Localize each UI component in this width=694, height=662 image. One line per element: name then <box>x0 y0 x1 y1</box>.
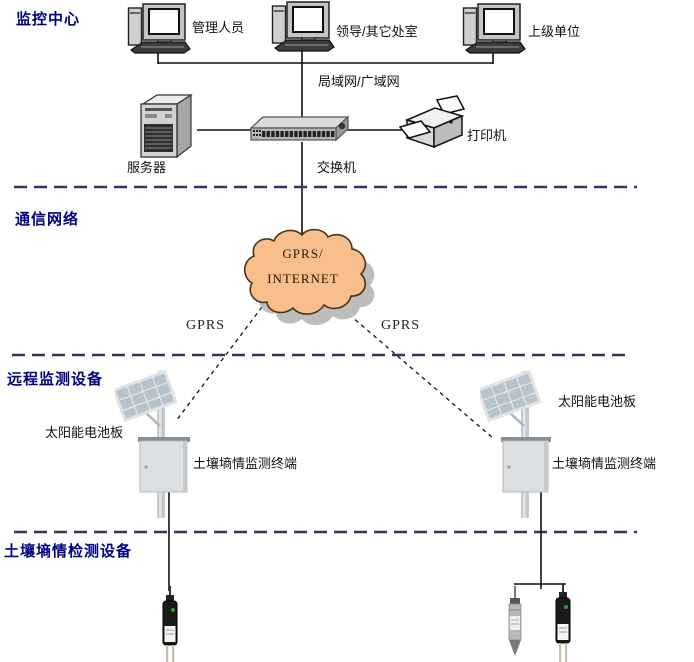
remote-station-right <box>480 369 551 518</box>
label-terminal-right: 土壤墒情监测终端 <box>552 456 657 471</box>
network-switch-icon <box>249 115 349 142</box>
cloud-icon <box>243 228 375 326</box>
section-label-soil-detection: 土壤墒情检测设备 <box>4 543 133 560</box>
label-terminal-left: 土壤墒情监测终端 <box>193 456 298 471</box>
label-switch: 交换机 <box>317 160 357 175</box>
soil-moisture-sensor-icon <box>162 586 178 662</box>
server-icon <box>140 94 193 159</box>
label-superior-pc: 上级单位 <box>528 24 581 39</box>
label-server: 服务器 <box>127 160 167 175</box>
label-printer: 打印机 <box>467 128 507 143</box>
label-gprs-right: GPRS <box>381 318 421 333</box>
soil-moisture-sensor-icon <box>555 583 571 662</box>
label-admin-pc: 管理人员 <box>192 20 245 35</box>
label-gprs-left: GPRS <box>186 318 226 333</box>
desktop-computer-icon <box>271 1 335 52</box>
desktop-computer-icon <box>462 3 526 54</box>
label-solar-panel-right: 太阳能电池板 <box>558 394 637 409</box>
solar-panel-icon <box>480 369 542 423</box>
printer-icon <box>399 95 466 149</box>
solar-panel-icon <box>115 369 178 423</box>
remote-station-left <box>115 369 190 518</box>
section-label-communication-network: 通信网络 <box>15 211 80 228</box>
section-label-monitoring-center: 监控中心 <box>16 11 81 28</box>
terminal-cabinet-icon <box>138 437 190 493</box>
label-lan-wan: 局域网/广域网 <box>318 74 400 89</box>
water-level-sensor-icon <box>508 586 522 656</box>
section-label-remote-monitoring: 远程监测设备 <box>7 371 104 388</box>
label-leader-pc: 领导/其它处室 <box>336 24 418 39</box>
label-solar-panel-left: 太阳能电池板 <box>45 425 124 440</box>
cloud-label-line1: GPRS/ <box>282 246 324 261</box>
desktop-computer-icon <box>127 3 191 54</box>
terminal-cabinet-icon <box>501 437 551 493</box>
cloud-label-line2: INTERNET <box>267 271 339 286</box>
